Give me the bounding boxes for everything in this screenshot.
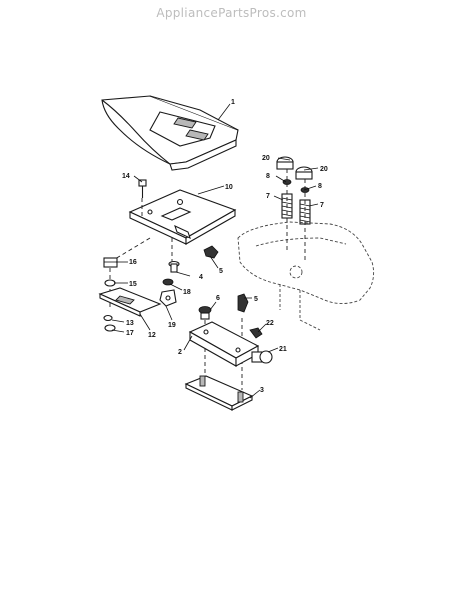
callout-14: 14 — [122, 173, 130, 180]
bracket-part-19 — [159, 289, 177, 307]
callout-15: 15 — [129, 281, 137, 288]
washer-part-18 — [162, 278, 174, 286]
clip-part-5 — [203, 245, 249, 313]
callout-7b: 7 — [320, 202, 324, 209]
adjust-bar-part-12 — [98, 287, 162, 317]
callout-1: 1 — [231, 99, 235, 106]
nut-part-16 — [103, 257, 118, 268]
seat-part — [101, 95, 239, 171]
nut-part-6 — [198, 306, 212, 320]
leader-lines — [111, 103, 319, 399]
bracket-part-2 — [188, 321, 260, 367]
callout-8b: 8 — [318, 183, 322, 190]
callout-20b: 20 — [320, 166, 328, 173]
callout-7a: 7 — [266, 193, 270, 200]
nut-part-15 — [104, 279, 116, 287]
tractor-body-outline — [237, 221, 375, 331]
bolt-part-14 — [138, 179, 147, 198]
callout-8a: 8 — [266, 173, 270, 180]
callout-16: 16 — [129, 259, 137, 266]
callout-5a: 5 — [219, 268, 223, 275]
callout-10: 10 — [225, 184, 233, 191]
seat-pan-part — [128, 189, 237, 245]
callout-17: 17 — [126, 330, 134, 337]
callout-6: 6 — [216, 295, 220, 302]
callout-2: 2 — [178, 349, 182, 356]
callout-4: 4 — [199, 274, 203, 281]
knob-part-21 — [251, 350, 273, 364]
callout-19: 19 — [168, 322, 176, 329]
callout-22: 22 — [266, 320, 274, 327]
bolt-part-13 — [103, 314, 113, 322]
callout-21: 21 — [279, 346, 287, 353]
knob-part-20 — [276, 156, 313, 180]
callout-12: 12 — [148, 332, 156, 339]
spring-part-7 — [281, 193, 311, 225]
callout-labels: 1 10 14 20 20 8 8 7 7 5 4 18 16 15 19 12… — [122, 99, 328, 394]
site-watermark: AppliancePartsPros.com — [156, 6, 307, 20]
callout-18: 18 — [183, 289, 191, 296]
washer-part-17 — [104, 324, 116, 332]
callout-5b: 5 — [254, 296, 258, 303]
base-plate-part-3 — [184, 375, 254, 411]
bolt-part-4 — [168, 260, 180, 273]
callout-20a: 20 — [262, 155, 270, 162]
callout-13: 13 — [126, 320, 134, 327]
callout-3: 3 — [260, 387, 264, 394]
